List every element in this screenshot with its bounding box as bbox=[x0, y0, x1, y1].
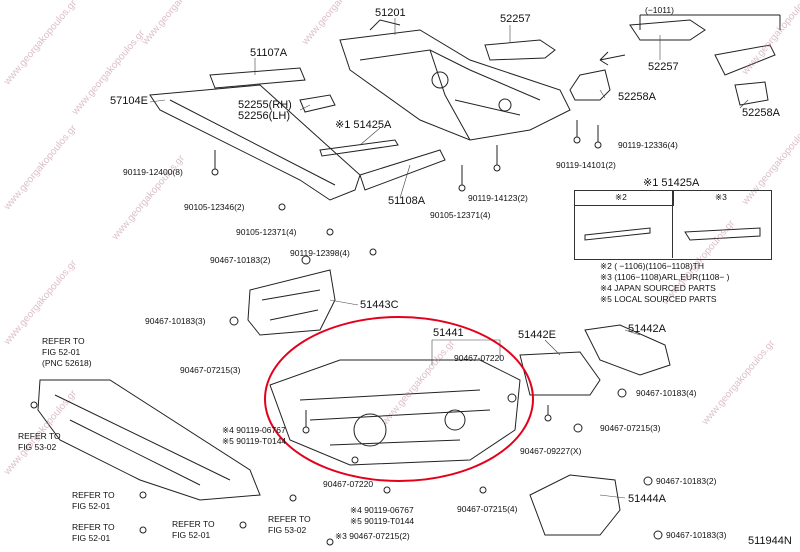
refer-label: FIG 53-02 bbox=[268, 525, 307, 535]
fastener-label: 90105-12371(4) bbox=[430, 210, 491, 220]
fastener-label: 90467-07215(4) bbox=[457, 504, 518, 514]
fastener-label: 90119-12336(4) bbox=[618, 140, 678, 150]
part-label-51443C: 51443C bbox=[360, 299, 399, 311]
fastener-label: 90119-14123(2) bbox=[468, 193, 528, 203]
refer-label: REFER TO bbox=[72, 490, 115, 500]
fastener-label: 90467-10183(3) bbox=[666, 530, 727, 540]
refer-label: FIG 52-01 bbox=[42, 347, 81, 357]
part-label-51442A: 51442A bbox=[628, 323, 666, 335]
part-label-52257-b: 52257 bbox=[648, 61, 679, 73]
fastener-label: 90467-07220 bbox=[454, 353, 505, 363]
part-label-51425A: ※1 51425A bbox=[335, 119, 392, 131]
legend-title: ※1 51425A bbox=[643, 177, 700, 189]
refer-label: FIG 52-01 bbox=[172, 530, 211, 540]
part-label-51201: 51201 bbox=[375, 7, 406, 19]
part-label-52256: 52256(LH) bbox=[238, 110, 290, 122]
part-label-52258A: 52258A bbox=[618, 91, 656, 103]
part-label-51442E: 51442E bbox=[518, 329, 556, 341]
refer-label: FIG 53-02 bbox=[18, 442, 57, 452]
highlight-ring bbox=[264, 316, 534, 482]
legend-note: ※4 JAPAN SOURCED PARTS bbox=[600, 283, 716, 293]
part-label-51441: 51441 bbox=[433, 327, 464, 339]
legend-col-label: ※3 bbox=[715, 192, 727, 202]
refer-label: FIG 52-01 bbox=[72, 533, 111, 543]
part-label-51107A: 51107A bbox=[250, 47, 288, 59]
refer-label: REFER TO bbox=[268, 514, 311, 524]
part-label-57104E: 57104E bbox=[110, 95, 148, 107]
part-label-52255: 52255(RH) bbox=[238, 99, 292, 111]
refer-label: REFER TO bbox=[172, 519, 215, 529]
fastener-label: 90467-07215(3) bbox=[600, 423, 661, 433]
top-note: (−1011) bbox=[645, 5, 674, 15]
part-label-51108A: 51108A bbox=[388, 195, 426, 207]
fastener-label: ※3 90467-07215(2) bbox=[335, 531, 410, 541]
part-label-52257: 52257 bbox=[500, 13, 531, 25]
part-label-52258A-b: 52258A bbox=[742, 107, 780, 119]
legend-col-label: ※2 bbox=[615, 192, 627, 202]
fastener-label: 90467-10183(3) bbox=[145, 316, 206, 326]
refer-label: (PNC 52618) bbox=[42, 358, 92, 368]
fastener-label: 90105-12346(2) bbox=[184, 202, 245, 212]
fastener-label: 90467-09227(X) bbox=[520, 446, 582, 456]
fastener-label: 90119-12400(8) bbox=[123, 167, 183, 177]
refer-label: REFER TO bbox=[18, 431, 61, 441]
catalog-id: 511944N bbox=[748, 535, 792, 547]
refer-label: FIG 52-01 bbox=[72, 501, 111, 511]
fastener-label: ※5 90119-T0144 bbox=[222, 436, 287, 446]
fastener-label: 90467-10183(2) bbox=[656, 476, 717, 486]
fastener-label: 90467-10183(2) bbox=[210, 255, 271, 265]
refer-label: REFER TO bbox=[42, 336, 85, 346]
part-label-51444A: 51444A bbox=[628, 493, 666, 505]
legend-divider bbox=[672, 190, 673, 258]
fastener-label: 90119-12398(4) bbox=[290, 248, 350, 258]
fastener-label: ※4 90119-06767 bbox=[222, 425, 286, 435]
fastener-label: 90119-14101(2) bbox=[556, 160, 616, 170]
legend-note: ※3 (1106−1108)ARL,EUR(1108− ) bbox=[600, 272, 730, 282]
legend-note: ※5 LOCAL SOURCED PARTS bbox=[600, 294, 717, 304]
fastener-label: 90467-07215(3) bbox=[180, 365, 241, 375]
refer-label: REFER TO bbox=[72, 522, 115, 532]
fastener-label: 90467-10183(4) bbox=[636, 388, 697, 398]
fastener-label: 90105-12371(4) bbox=[236, 227, 297, 237]
legend-note: ※2 ( −1106)(1106−1108)TH bbox=[600, 261, 704, 271]
fastener-label: 90467-07220 bbox=[323, 479, 374, 489]
fastener-label: ※5 90119-T0144 bbox=[350, 516, 415, 526]
fastener-label: ※4 90119-06767 bbox=[350, 505, 414, 515]
legend-header bbox=[574, 190, 674, 206]
